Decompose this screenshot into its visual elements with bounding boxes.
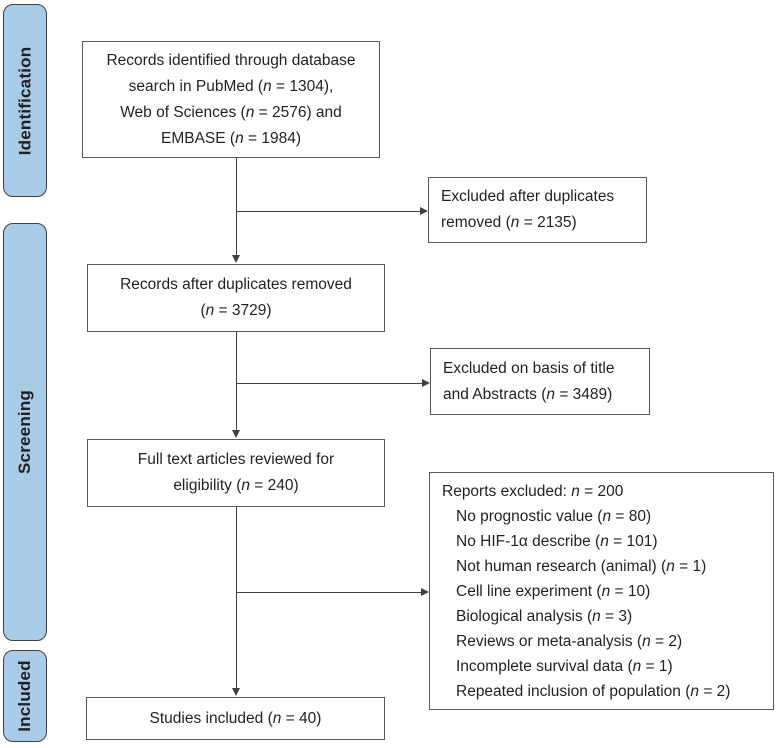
exclusion-reason: Incomplete survival data (n = 1) (456, 657, 673, 675)
connector-line-identified-to-after-duplicates (236, 158, 237, 256)
arrowhead-down-icon (232, 255, 240, 263)
exclusion-reason: Biological analysis (n = 3) (456, 607, 633, 625)
box-text-line: search in PubMed (n = 1304), (128, 77, 334, 95)
box-text-line: Web of Sciences (n = 2576) and (120, 103, 342, 121)
stage-pill-included: Included (3, 650, 47, 742)
arrowhead-down-icon (232, 688, 240, 696)
box-text-line: EMBASE (n = 1984) (160, 129, 301, 147)
box-excluded-title-abstracts: Excluded on basis of title and Abstracts… (430, 348, 650, 415)
box-text-line: Excluded after duplicates (441, 188, 615, 205)
box-text-line: eligibility (n = 240) (173, 477, 299, 494)
box-after-duplicates: Records after duplicates removed (n = 37… (87, 264, 385, 332)
arrowhead-down-icon (232, 430, 240, 438)
stage-pill-screening: Screening (3, 223, 47, 641)
stage-label-included: Included (15, 660, 34, 732)
arrowhead-right-icon (421, 588, 429, 596)
connector-line-full-text-to-included (236, 507, 237, 688)
reports-excluded-header: Reports excluded: n = 200 (442, 482, 624, 500)
connector-line-to-excluded-title-abstracts (236, 383, 422, 384)
connector-line-to-reports-excluded (236, 592, 421, 593)
box-text-line: Excluded on basis of title (443, 359, 615, 377)
box-studies-included: Studies included (n = 40) (86, 697, 385, 740)
connector-line-after-duplicates-to-full-text (236, 332, 237, 430)
arrowhead-right-icon (422, 379, 430, 387)
box-text-line: removed (n = 2135) (441, 214, 577, 231)
box-text-line: Studies included (n = 40) (149, 709, 322, 727)
box-text-line: Full text articles reviewed for (137, 451, 335, 468)
stage-pill-identification: Identification (3, 4, 47, 197)
exclusion-reason: No HIF-1α describe (n = 101) (456, 532, 658, 550)
connector-line-to-excluded-duplicates (236, 211, 420, 212)
box-text-line: Records after duplicates removed (120, 276, 352, 293)
exclusion-reason: Cell line experiment (n = 10) (456, 582, 651, 600)
exclusion-reason: Repeated inclusion of population (n = 2) (456, 682, 731, 700)
exclusion-reason: Not human research (animal) (n = 1) (456, 557, 707, 575)
exclusion-reason: No prognostic value (n = 80) (456, 507, 652, 525)
box-reports-excluded: Reports excluded: n = 200 No prognostic … (429, 472, 774, 710)
box-records-identified: Records identified through database sear… (82, 41, 380, 158)
stage-label-screening: Screening (15, 390, 34, 474)
stage-label-identification: Identification (15, 46, 35, 155)
box-full-text-reviewed: Full text articles reviewed for eligibil… (87, 439, 385, 507)
box-excluded-duplicates: Excluded after duplicates removed (n = 2… (428, 177, 647, 243)
exclusion-reason: Reviews or meta-analysis (n = 2) (456, 632, 683, 650)
box-text-line: Records identified through database (106, 51, 356, 69)
box-text-line: (n = 3729) (200, 302, 272, 319)
arrowhead-right-icon (420, 207, 428, 215)
box-text-line: and Abstracts (n = 3489) (443, 385, 613, 403)
